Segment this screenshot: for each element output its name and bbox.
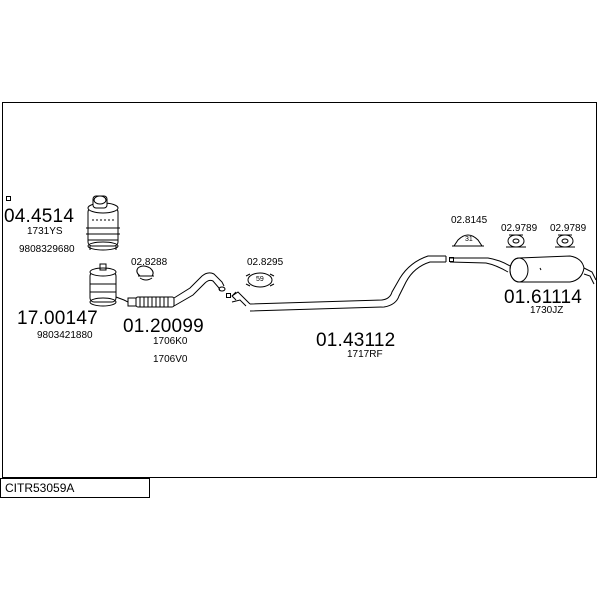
centre-pipe-icon[interactable] bbox=[231, 255, 447, 312]
clamp-icon[interactable] bbox=[136, 265, 154, 281]
reference-label: 1717RF bbox=[347, 349, 383, 360]
accessory-number-label: 02.9789 bbox=[550, 223, 587, 234]
accessory-number-label: 02.8288 bbox=[131, 257, 168, 268]
part-number-label: 01.61114 bbox=[504, 287, 583, 308]
reference-label: 1731YS bbox=[27, 226, 63, 237]
part-number-label: 04.4514 bbox=[4, 206, 75, 227]
part-number-label: 17.00147 bbox=[17, 308, 98, 329]
marker-dot bbox=[6, 196, 11, 201]
reference-label: 9808329680 bbox=[19, 244, 75, 255]
marker-dot bbox=[226, 293, 231, 298]
accessory-number-label: 02.8295 bbox=[247, 257, 284, 268]
hanger-mount-icon[interactable] bbox=[555, 234, 575, 248]
reference-label: 1730JZ bbox=[530, 305, 564, 316]
hanger-mount-icon[interactable] bbox=[506, 234, 526, 248]
flange-clamp-icon[interactable] bbox=[245, 272, 275, 288]
catalytic-converter-icon[interactable] bbox=[86, 195, 120, 251]
marker-dot bbox=[449, 257, 454, 262]
reference-label: 9803421880 bbox=[37, 330, 93, 341]
particulate-filter-icon[interactable] bbox=[89, 263, 129, 307]
diagram-frame bbox=[2, 102, 597, 478]
accessory-badge: 31 bbox=[465, 236, 473, 243]
accessory-badge: 59 bbox=[256, 276, 264, 283]
front-pipe-icon[interactable] bbox=[127, 272, 226, 308]
diagram-code-label: CITR53059A bbox=[5, 481, 75, 495]
accessory-number-label: 02.8145 bbox=[451, 215, 488, 226]
rubber-mount-icon[interactable] bbox=[452, 234, 484, 247]
accessory-number-label: 02.9789 bbox=[501, 223, 538, 234]
diagram-code-box: CITR53059A bbox=[0, 478, 150, 498]
reference-label: 1706V0 bbox=[153, 354, 188, 365]
reference-label: 1706K0 bbox=[153, 336, 188, 347]
part-number-label: 01.43112 bbox=[316, 330, 396, 351]
rear-silencer-icon[interactable] bbox=[449, 255, 597, 285]
part-number-label: 01.20099 bbox=[123, 316, 204, 337]
